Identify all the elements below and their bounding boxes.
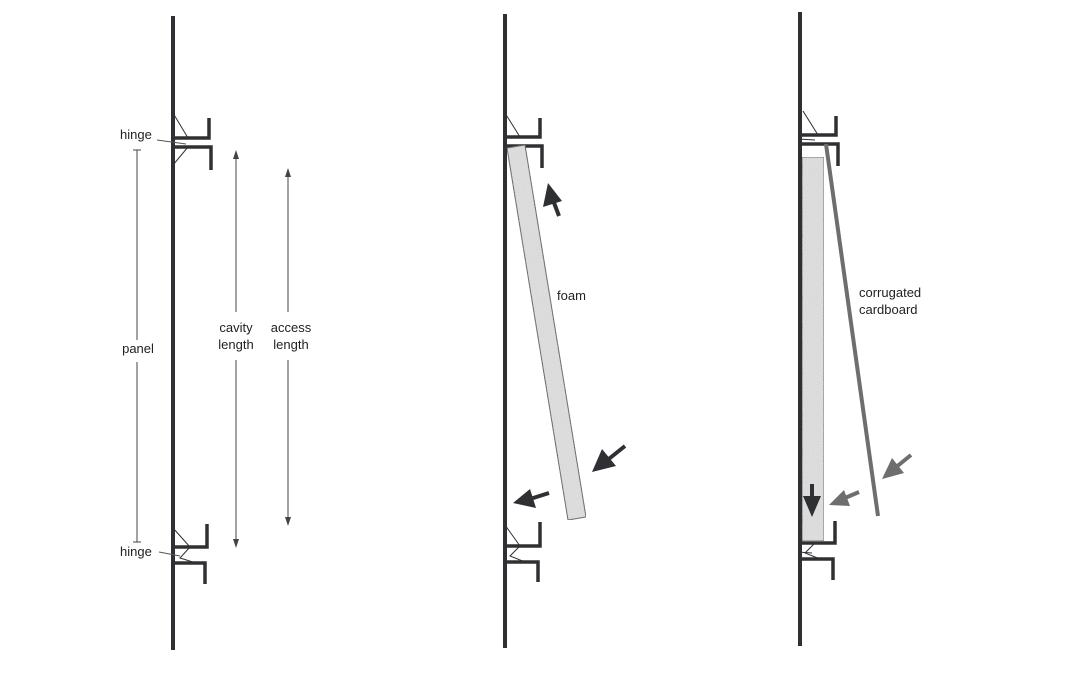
corrugated-cardboard-strip xyxy=(824,143,880,517)
bottom-hinge-bracket xyxy=(504,522,542,582)
top-hinge-bracket xyxy=(797,110,840,166)
panel-label: panel xyxy=(122,341,154,356)
panel-1-dimensions: hinge hinge panel cavity length access xyxy=(120,16,312,650)
arrow-left xyxy=(513,489,550,508)
panel-2-foam-insertion: foam xyxy=(503,14,627,648)
top-hinge-bracket xyxy=(172,112,213,170)
hinge-bottom-leader xyxy=(158,551,181,557)
hinge-bottom-label: hinge xyxy=(120,544,152,559)
foam-block xyxy=(506,144,587,521)
arrow-push-diagonal xyxy=(592,444,627,472)
arrow-up xyxy=(543,183,562,217)
arrow-gray-left xyxy=(829,490,860,506)
bottom-hinge-bracket xyxy=(797,521,837,580)
access-length-label-1: access xyxy=(271,320,312,335)
cavity-length-dimension xyxy=(233,150,239,548)
cavity-length-label-1: cavity xyxy=(219,320,253,335)
access-length-label-2: length xyxy=(273,337,308,352)
panel-3-cardboard: corrugated cardboard xyxy=(797,12,921,646)
bottom-hinge-bracket xyxy=(172,524,209,584)
cavity-length-label-2: length xyxy=(218,337,253,352)
corrugated-label-2: cardboard xyxy=(859,302,918,317)
arrow-gray-diagonal xyxy=(882,453,913,479)
panel-dimension-line xyxy=(133,149,141,543)
hinge-top-label: hinge xyxy=(120,127,152,142)
foam-label: foam xyxy=(557,288,586,303)
access-length-dimension xyxy=(285,168,291,526)
hinge-top-leader xyxy=(156,139,187,145)
foam-block-seated xyxy=(801,156,825,542)
corrugated-label-1: corrugated xyxy=(859,285,921,300)
arrow-down xyxy=(803,484,821,517)
